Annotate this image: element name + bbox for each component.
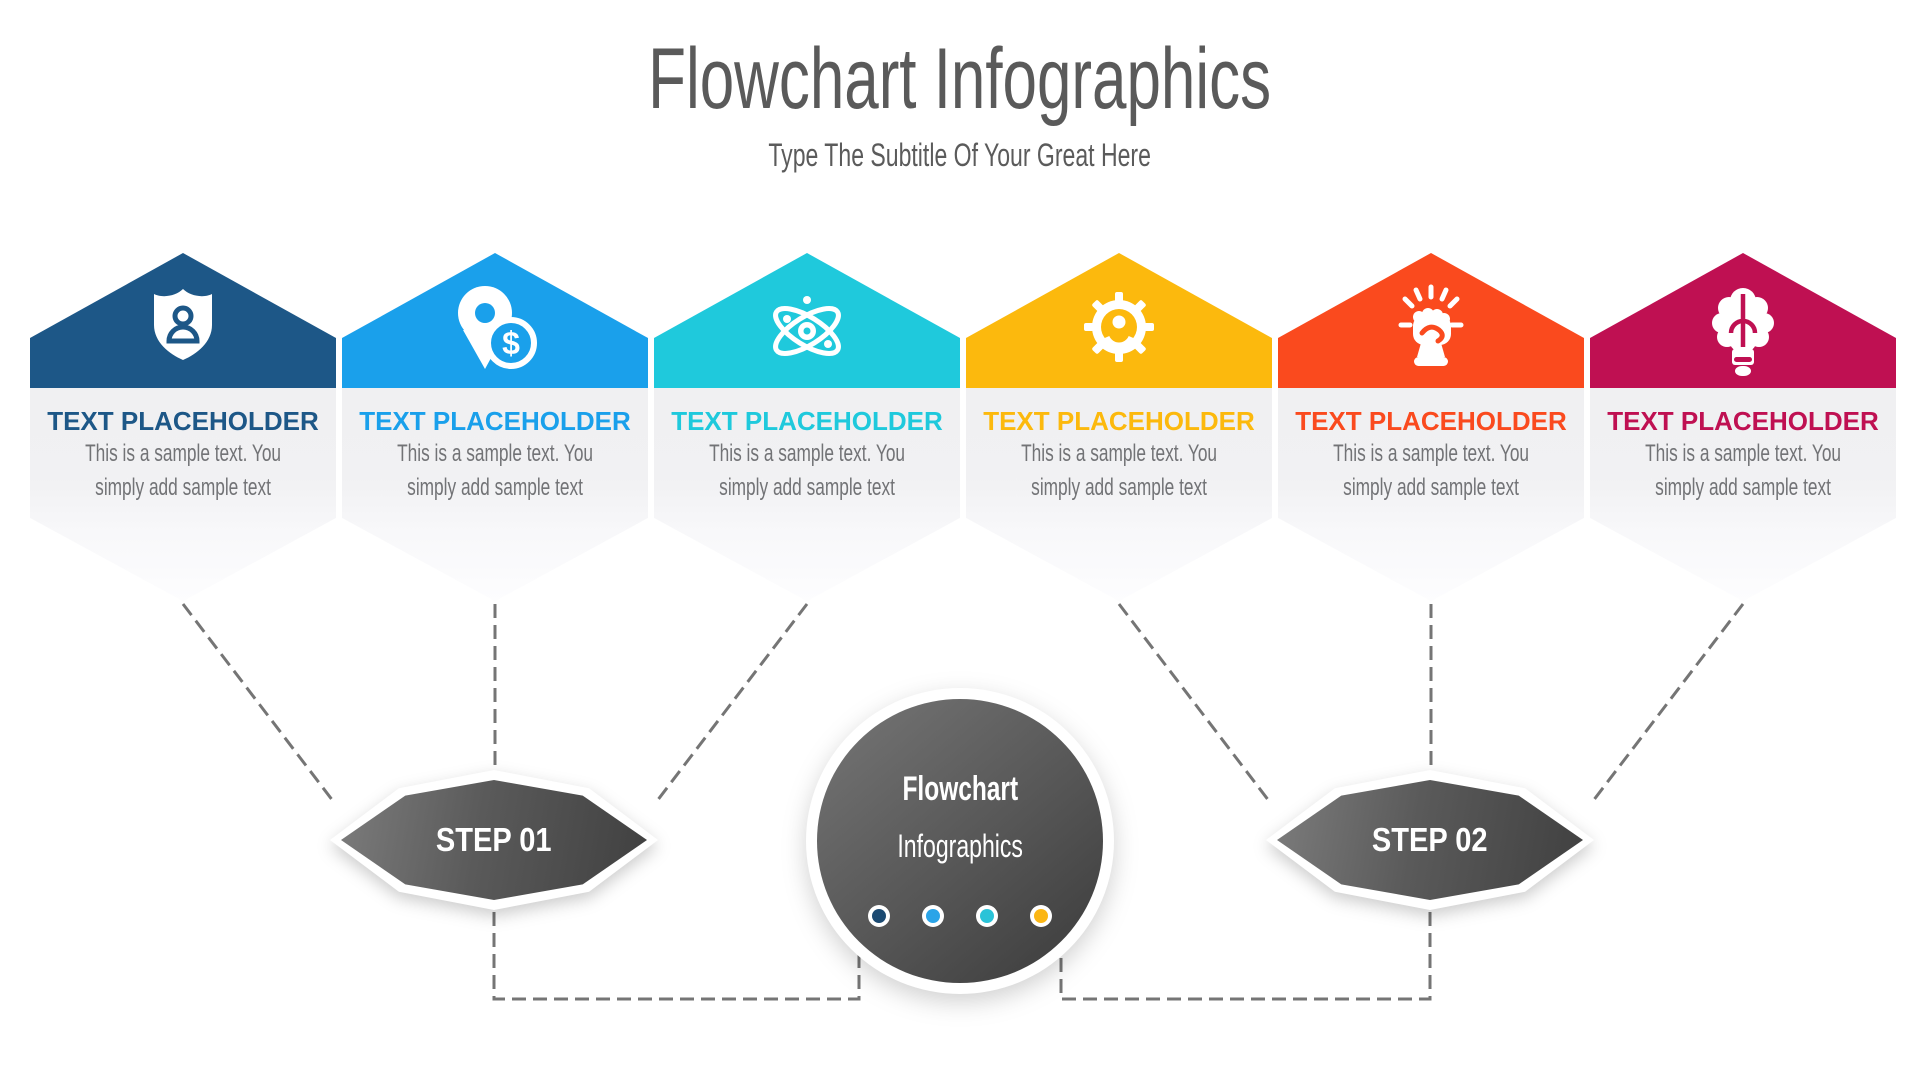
card-6-heading: TEXT PLACEHOLDER [1607, 406, 1879, 436]
gear-user-icon [1084, 292, 1154, 362]
card-1-heading: TEXT PLACEHOLDER [47, 406, 319, 436]
card-6-pentagon [1590, 253, 1896, 388]
card-3-heading: TEXT PLACEHOLDER [671, 406, 943, 436]
dot-navy [868, 905, 890, 927]
card-2-heading: TEXT PLACEHOLDER [359, 406, 631, 436]
brain-bulb-icon [1712, 288, 1774, 376]
center-circle-fill: Flowchart Infographics [817, 699, 1103, 983]
page-title: Flowchart Infographics [648, 31, 1272, 127]
card-3: TEXT PLACEHOLDER This is a sample text. … [654, 253, 960, 601]
card-2-pentagon: $ [342, 253, 648, 388]
svg-text:$: $ [502, 325, 520, 361]
step-02-hexagon: STEP 02 [1266, 770, 1594, 910]
card-6: TEXT PLACEHOLDER This is a sample text. … [1590, 253, 1896, 601]
center-circle-title: Flowchart [902, 770, 1018, 808]
map-pin-dollar-icon: $ [458, 286, 537, 369]
card-4-pentagon [966, 253, 1272, 388]
center-circle-subtitle: Infographics [897, 828, 1023, 864]
card-5-pentagon [1278, 253, 1584, 388]
step-02-label: STEP 02 [1372, 821, 1488, 858]
card-1: TEXT PLACEHOLDER This is a sample text. … [30, 253, 336, 601]
shield-user-icon [154, 289, 212, 360]
card-3-pentagon [654, 253, 960, 388]
step-01-hexagon: STEP 01 [330, 770, 658, 910]
center-circle: Flowchart Infographics [806, 688, 1114, 994]
dot-blue [922, 905, 944, 927]
atom-icon [773, 296, 841, 356]
card-5-heading: TEXT PLACEHOLDER [1295, 406, 1567, 436]
card-4-heading: TEXT PLACEHOLDER [983, 406, 1255, 436]
dot-cyan [976, 905, 998, 927]
card-1-pentagon [30, 253, 336, 388]
card-2: $ TEXT PLACEHOLDER This is a sample text… [342, 253, 648, 601]
card-4: TEXT PLACEHOLDER This is a sample text. … [966, 253, 1272, 601]
color-dots [817, 905, 1103, 927]
step-01-label: STEP 01 [436, 821, 552, 858]
fist-rays-icon [1398, 284, 1464, 366]
page-subtitle: Type The Subtitle Of Your Great Here [768, 137, 1152, 173]
dot-amber [1030, 905, 1052, 927]
card-5: TEXT PLACEHOLDER This is a sample text. … [1278, 253, 1584, 601]
